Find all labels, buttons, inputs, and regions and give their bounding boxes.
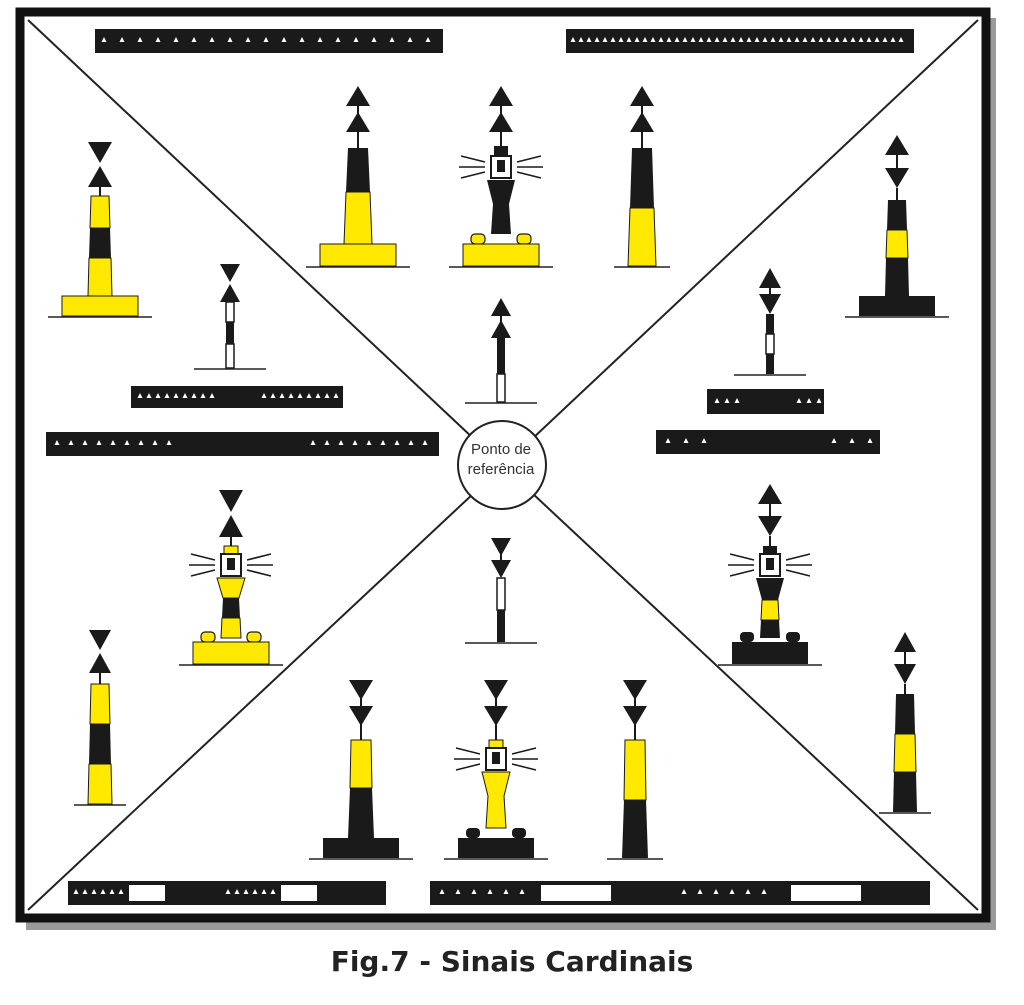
- south-topmark-icon: [623, 680, 647, 740]
- light-rays-icon: [454, 747, 538, 771]
- west-topmark-icon: [88, 142, 112, 196]
- east-topmark-icon: [885, 135, 909, 200]
- rhythm-strip-south-q: [430, 881, 930, 905]
- east-topmark-icon: [894, 632, 916, 694]
- figure-caption: Fig.7 - Sinais Cardinais: [330, 945, 694, 978]
- west-beacon: [194, 264, 266, 370]
- north-lighthouse: [449, 86, 553, 268]
- light-rays-icon: [728, 553, 812, 577]
- west-tall-buoy: [48, 142, 152, 318]
- rhythm-strip-west-q: [46, 432, 439, 456]
- sector-diagonals: [27, 19, 979, 911]
- north-beacon: [465, 298, 537, 404]
- east-tall-buoy: [845, 135, 949, 318]
- diagonal-ne: [531, 19, 979, 440]
- south-spar-buoy: [607, 680, 663, 860]
- cardinal-marks-diagram: [15, 7, 996, 930]
- north-topmark-icon: [630, 86, 654, 148]
- south-topmark-icon: [491, 538, 511, 578]
- south-beacon: [465, 538, 537, 644]
- north-spar-buoy: [614, 86, 670, 268]
- north-topmark-icon: [489, 86, 513, 146]
- light-rhythm-strips: [46, 29, 930, 905]
- reference-point-label-line1: Ponto de: [470, 441, 532, 458]
- south-topmark-icon: [484, 680, 508, 742]
- rhythm-strip-east-q: [656, 430, 880, 454]
- rhythm-strip-north-q: [95, 29, 443, 53]
- west-topmark-icon: [89, 630, 111, 684]
- south-lighthouse: [444, 680, 548, 860]
- west-lighthouse: [179, 490, 283, 666]
- reference-point-label-line2: referência: [467, 461, 535, 478]
- diagonal-nw: [27, 19, 475, 440]
- east-spar-buoy: [879, 632, 931, 814]
- north-tall-buoy: [306, 86, 410, 268]
- west-topmark-icon: [219, 490, 243, 546]
- east-topmark-icon: [759, 268, 781, 314]
- north-topmark-icon: [491, 298, 511, 338]
- east-beacon: [734, 268, 806, 376]
- east-lighthouse: [718, 484, 822, 666]
- north-topmark-icon: [346, 86, 370, 148]
- rhythm-strip-north-vq: [566, 29, 914, 53]
- south-tall-buoy: [309, 680, 413, 860]
- diagonal-sw: [27, 492, 475, 911]
- west-topmark-icon: [220, 264, 240, 302]
- west-spar-buoy: [74, 630, 126, 806]
- rhythm-strip-east-vq: [707, 389, 824, 414]
- rhythm-strip-west-vq: [131, 386, 343, 408]
- rhythm-strip-south-vq: [68, 881, 386, 905]
- south-topmark-icon: [349, 680, 373, 740]
- reference-point-circle: [457, 420, 547, 510]
- light-rays-icon: [459, 155, 543, 179]
- light-rays-icon: [189, 553, 273, 577]
- diagonal-se: [531, 492, 979, 911]
- east-topmark-icon: [758, 484, 782, 548]
